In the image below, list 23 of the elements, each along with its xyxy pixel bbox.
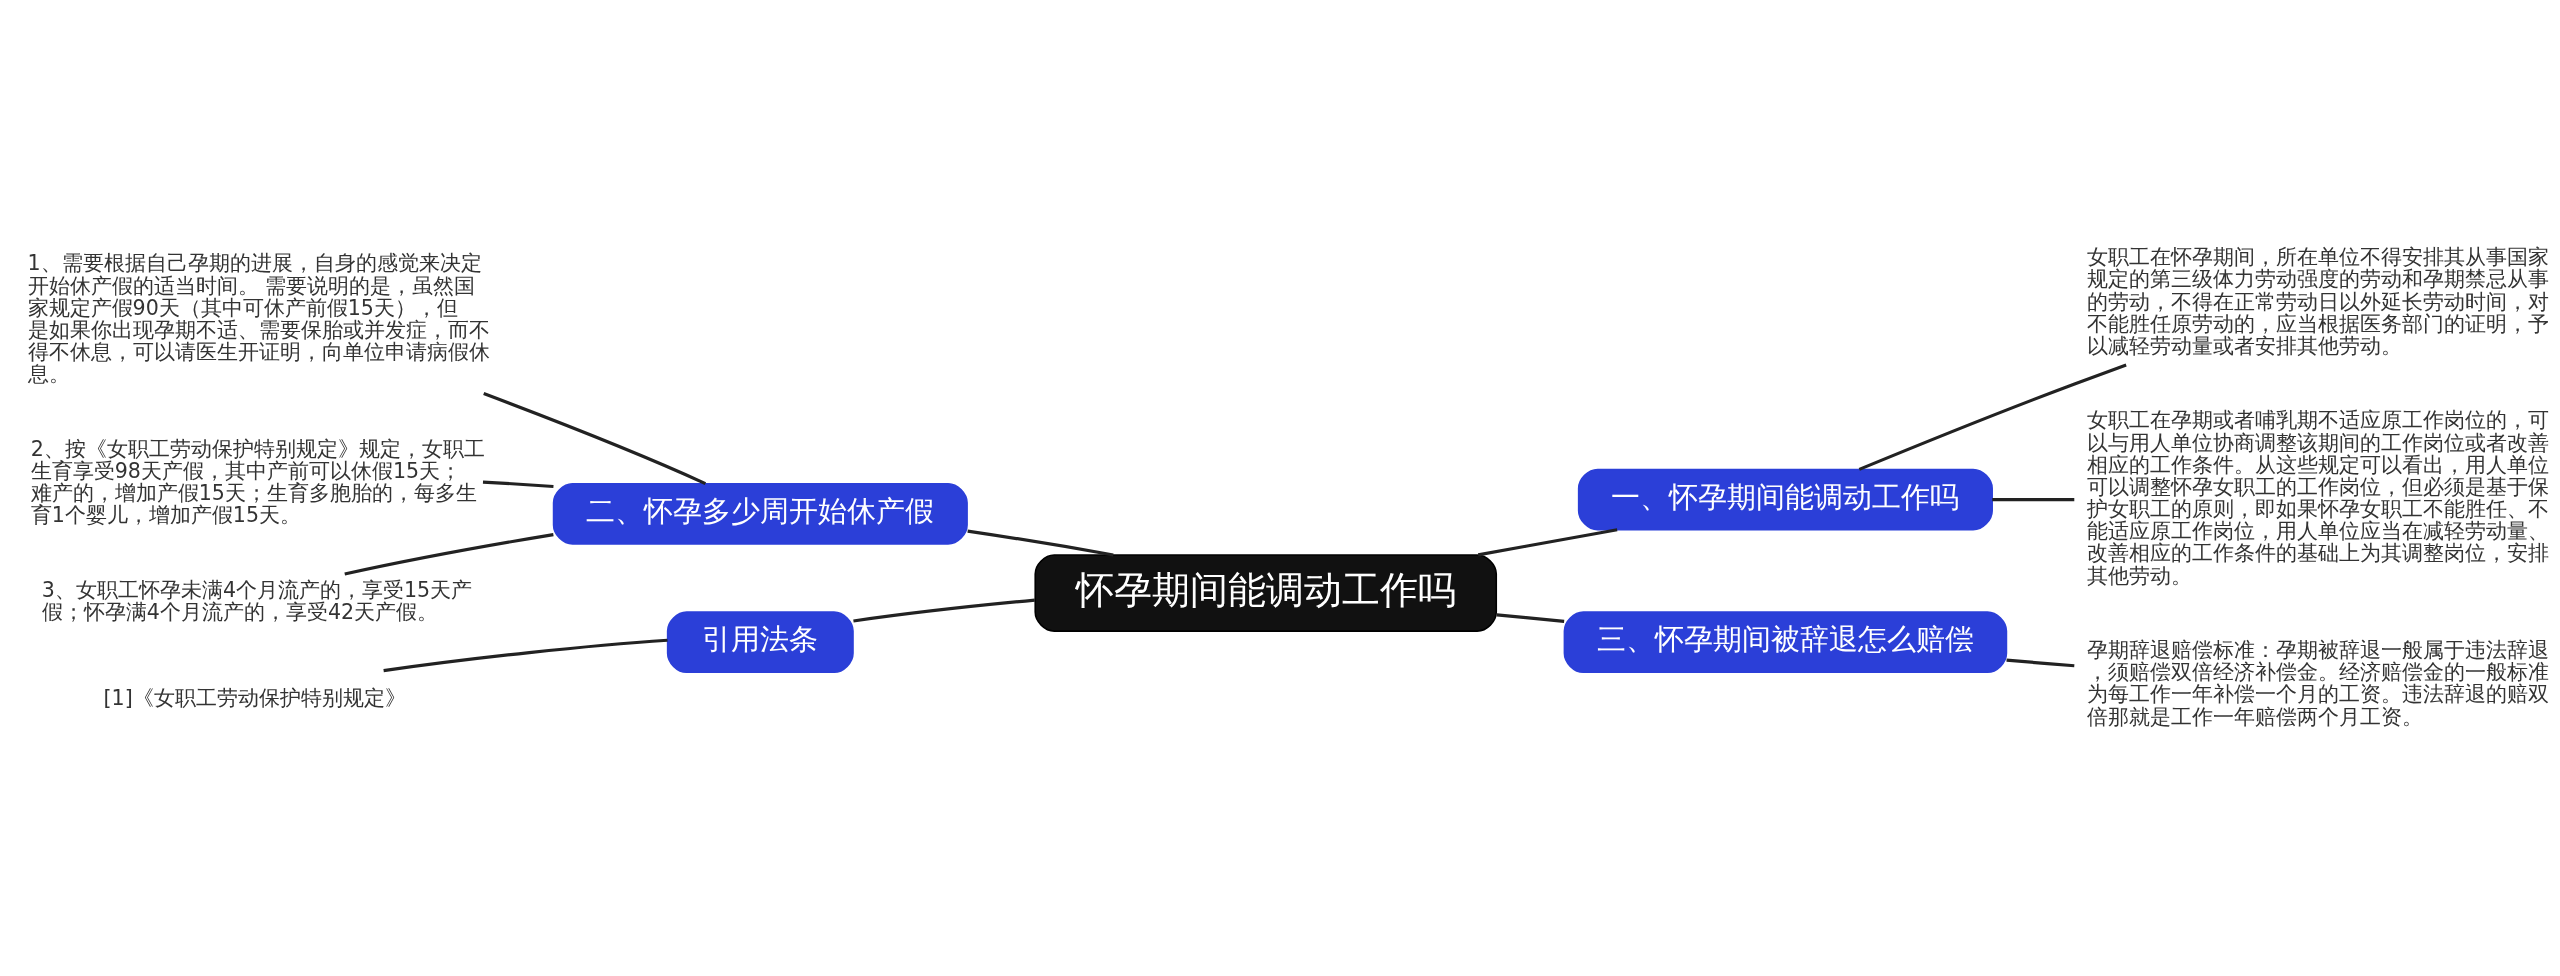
node-box: 一、怀孕期间能调动工作吗 [1577,468,1993,530]
node-box: 三、怀孕期间被辞退怎么赔偿 [1563,610,2008,673]
node-text: 女职工在怀孕期间，所在单位不得安排其从事国家规定的第三级体力劳动强度的劳动和孕期禁忌从事的劳动，不得在正常劳动日以外延长劳动时间，对不能胜任原劳动的，应当根据医务部门的证明，予以减轻劳动量或者安排其他劳动。 [2087,244,2550,358]
node-box: 二、怀孕多少周开始休产假 [552,482,968,545]
connector [1477,527,1618,556]
connector [853,598,1035,623]
connector [383,638,668,672]
node-box: 怀孕期间能调动工作吗 [1034,553,1498,632]
node-text: 1、需要根据自己孕期的进展，自身的感觉来决定开始休产假的适当时间。 需要说明的是，虽然国家规定产假90天（其中可休产前假15天），但是如果你出现孕期不适、需要保胎或并发症，而不得不休息，可以请医生开证明，向单位申请病假休息。 [27,250,490,386]
node-text: 3、女职工怀孕未满4个月流产的，享受15天产假；怀孕满4个月流产的，享受42天产假。 [41,577,473,624]
connector [483,391,707,485]
node-box: 引用法条 [666,610,854,673]
connector [2006,658,2075,667]
node-text: 孕期辞退赔偿标准：孕期被辞退一般属于违法辞退，须赔偿双倍经济补偿金。经济赔偿金的一般标准为每工作一年补偿一个月的工资。违法辞退的赔双倍那就是工作一年赔偿两个月工资。 [2087,637,2550,729]
node-text: 2、按《女职工劳动保护特别规定》规定，女职工生育享受98天产假，其中产前可以休假15天；难产的，增加产假15天；生育多胞胎的，每多生育1个婴儿，增加产假15天。 [30,436,485,527]
node-text: [1]《女职工劳动保护特别规定》 [103,685,406,710]
connector [344,532,554,576]
connector [1992,497,2075,501]
connector [482,480,554,488]
connector [1858,363,2127,471]
connector [1496,612,1565,623]
node-text: 女职工在孕期或者哺乳期不适应原工作岗位的，可以与用人单位协商调整该期间的工作岗位或者改善相应的工作条件。从这些规定可以看出，用人单位可以调整怀孕女职工的工作岗位，但必须是基于保护女职工的原则，即如果怀孕女职工不能胜任、不能适应原工作岗位，用人单位应当在减轻劳动量、改善相应的工作条件的基础上为其调整岗位，安排其他劳动。 [2087,407,2550,588]
connector [967,529,1114,557]
